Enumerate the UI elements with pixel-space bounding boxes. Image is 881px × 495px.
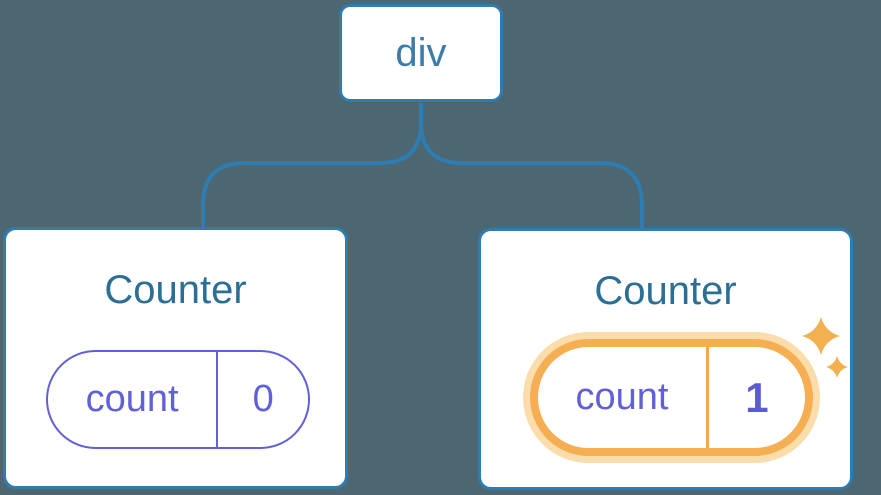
state-pill: count 0 xyxy=(46,350,310,449)
state-value: 1 xyxy=(745,373,769,421)
sparkles-icon xyxy=(802,317,848,378)
counter-title: Counter xyxy=(104,268,247,312)
counter-card-right: Counter count 1 xyxy=(478,228,853,490)
tree-node-div: div xyxy=(339,4,503,102)
state-key-label: count xyxy=(48,352,219,447)
state-value: 0 xyxy=(252,378,274,420)
root-node-label: div xyxy=(395,30,447,75)
state-key-label: count xyxy=(538,347,709,448)
counter-card-left: Counter count 0 xyxy=(3,227,348,489)
counter-title: Counter xyxy=(594,269,737,313)
state-pill-highlighted: count 1 xyxy=(530,339,813,456)
